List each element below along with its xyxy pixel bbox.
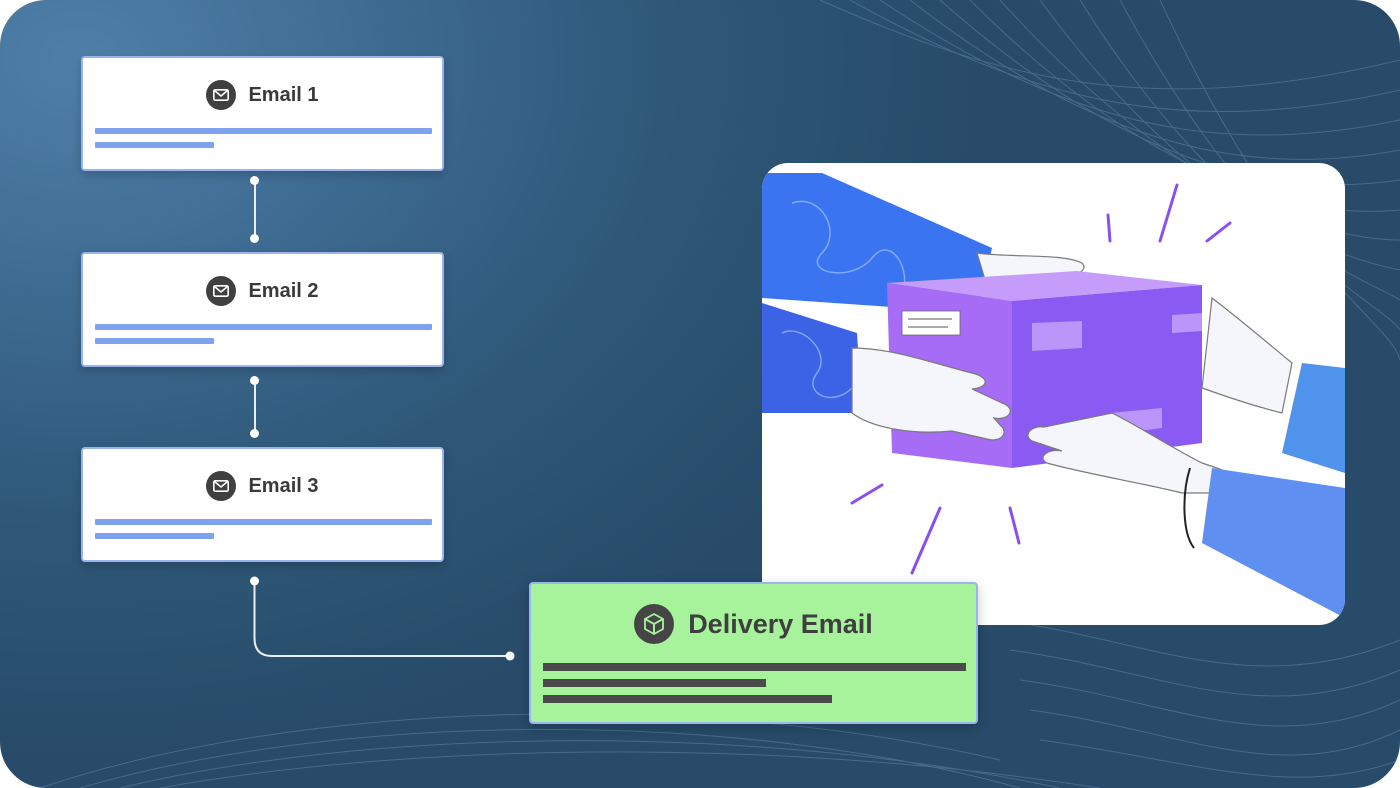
text-placeholder-line [95,128,432,134]
connector-line [254,181,256,239]
text-placeholder-line [95,519,432,525]
email-card-2[interactable]: Email 2 [81,252,444,367]
delivery-email-title: Delivery Email [688,608,873,639]
text-placeholder-line [543,695,832,703]
connector-dot [250,429,259,438]
package-handoff-illustration [762,163,1345,625]
connector-line [254,380,256,433]
text-placeholder-line [543,679,766,687]
email-title: Email 2 [248,279,319,302]
text-placeholder-line [95,533,214,539]
connector-elbow-line [250,576,515,661]
text-placeholder-line [95,324,432,330]
text-placeholder-line [95,142,214,148]
delivery-email-card[interactable]: Delivery Email [529,582,978,724]
envelope-icon [206,471,237,501]
email-card-3[interactable]: Email 3 [81,447,444,562]
connector-dot [250,376,259,385]
email-card-1[interactable]: Email 1 [81,56,444,171]
email-title: Email 3 [248,474,319,497]
email-title: Email 1 [248,83,319,106]
connector-dot [250,234,259,243]
envelope-icon [206,276,237,306]
package-icon [634,604,675,644]
text-placeholder-line [95,338,214,344]
text-placeholder-line [543,663,966,671]
connector-dot [250,176,259,185]
envelope-icon [206,80,237,110]
